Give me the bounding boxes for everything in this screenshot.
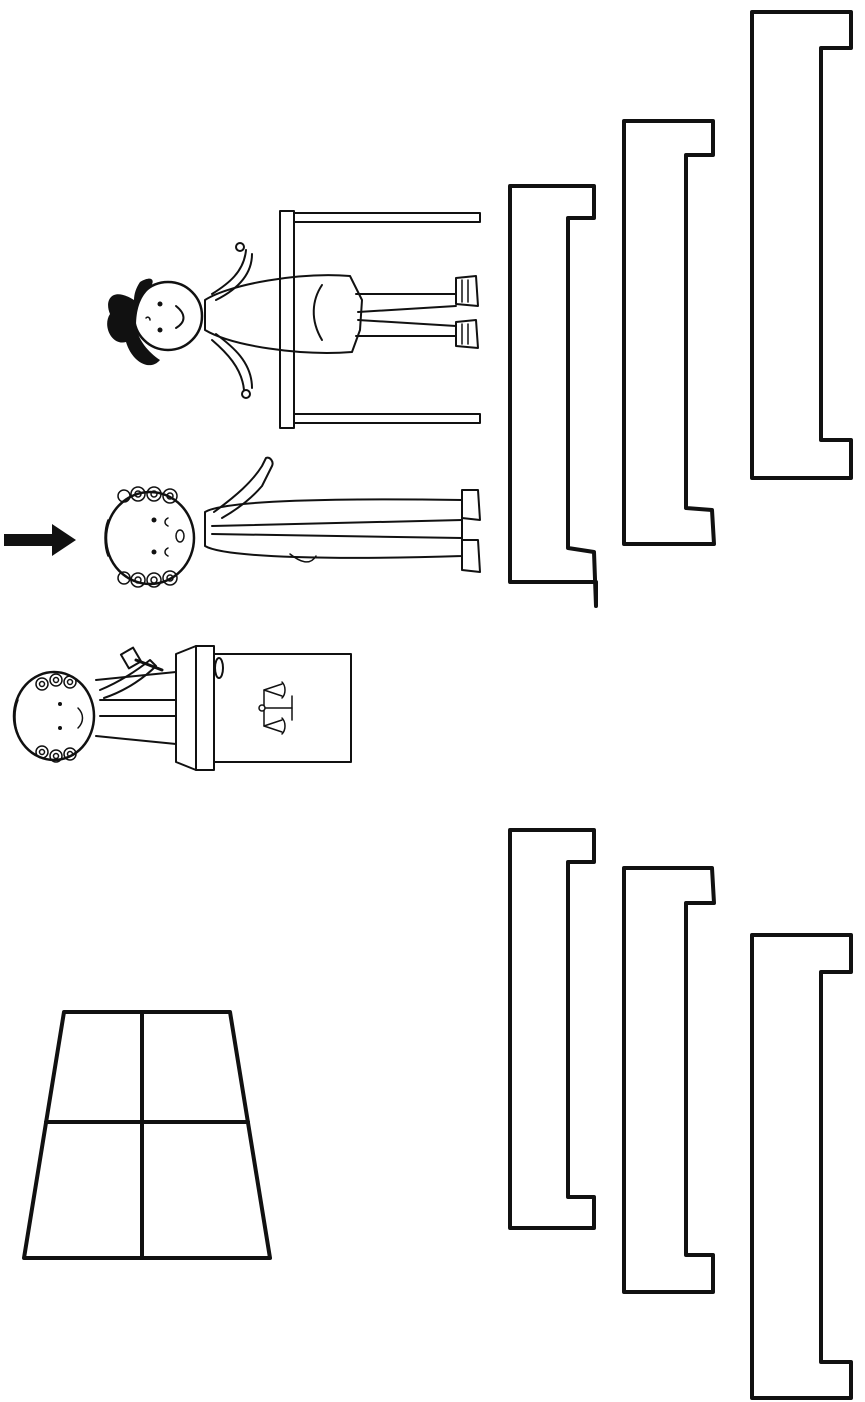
bench-lower-near [508,828,596,1230]
right-arrow-icon [4,524,76,556]
witness-stand [279,210,481,429]
bench-lower-far [750,933,853,1400]
bench-upper-middle [622,119,716,546]
table [22,1010,272,1260]
bench-upper-near [508,184,598,608]
bench-lower-middle [622,866,716,1294]
judge-figure [12,659,177,763]
gavel-icon [119,646,164,672]
scales-of-justice-icon [258,681,293,735]
bench-upper-far [750,10,853,480]
witness-figure [107,242,479,399]
barrister-figure [104,456,481,588]
